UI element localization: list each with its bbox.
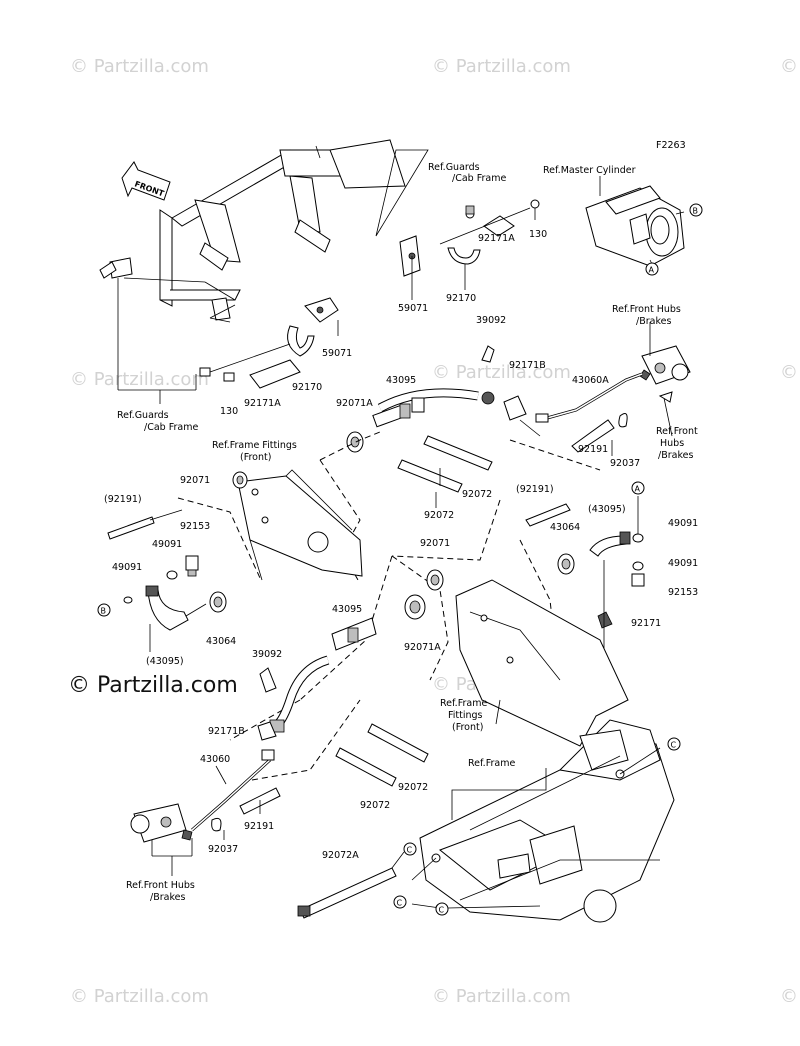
callout-39092: 39092 (252, 649, 282, 660)
part-callouts: 130 92171A 59071 92170 59071 92170 130 9… (104, 229, 698, 861)
callout-92153: 92153 (180, 521, 210, 532)
callout-92170: 92170 (446, 293, 476, 304)
watermark-text: © Partzilla.com (70, 56, 209, 77)
frame-fitting-middle (404, 569, 629, 747)
brake-line-lower (130, 617, 377, 876)
ref-label: Fittings (448, 710, 483, 721)
callout-92171a: 92171A (478, 233, 515, 244)
circle-mark-c: C (397, 899, 403, 908)
watermark-layer: © Partzilla.com © Partzilla.com © Partzi… (70, 56, 800, 1007)
callout-92072: 92072 (424, 510, 454, 521)
callout-43064: 43064 (206, 636, 236, 647)
ref-label: /Cab Frame (452, 173, 506, 184)
ref-label: Ref.Guards (428, 162, 480, 173)
main-watermark: © Partzilla.com (68, 673, 238, 698)
ref-label: Ref.Front Hubs (126, 880, 195, 891)
circle-mark-a: A (649, 266, 655, 275)
circle-marks: A B A B C C C C (97, 203, 703, 916)
figure-code: F2263 (656, 140, 686, 151)
frame-lower-right (411, 719, 675, 923)
ref-label: /Brakes (658, 450, 693, 461)
top-clamp-assembly (375, 149, 540, 300)
frame-fitting-left (232, 469, 363, 581)
callout-92191: 92191 (578, 444, 608, 455)
watermark-text: © Partzilla.com (432, 986, 571, 1007)
callout-92072: 92072 (462, 489, 492, 500)
callout-92171b: 92171B (208, 726, 245, 737)
callout-92153: 92153 (668, 587, 698, 598)
callout-43095: (43095) (588, 504, 626, 515)
callout-92171a: 92171A (244, 398, 281, 409)
circle-mark-c: C (439, 906, 445, 915)
callout-92071: 92071 (420, 538, 450, 549)
callout-92071: 92071 (180, 475, 210, 486)
circle-mark-c: C (407, 846, 413, 855)
callout-92072a: 92072A (322, 850, 359, 861)
circle-mark-c: C (671, 741, 677, 750)
watermark-text: © Partzilla.com (780, 986, 800, 1007)
ref-label: Ref.Frame (440, 698, 487, 709)
circle-mark-b: B (693, 207, 699, 216)
callout-92171: 92171 (631, 618, 661, 629)
callout-92071a: 92071A (336, 398, 373, 409)
watermark-text: © Partzilla.com (780, 56, 800, 77)
ref-label: /Brakes (636, 316, 671, 327)
callout-92191: (92191) (516, 484, 554, 495)
callout-59071: 59071 (322, 348, 352, 359)
ref-label: /Cab Frame (144, 422, 198, 433)
ref-label: (Front) (240, 452, 271, 463)
ref-label: /Brakes (150, 892, 185, 903)
ref-label: Ref.Guards (117, 410, 169, 421)
watermark-text: © Partzilla.com (70, 986, 209, 1007)
callout-92191: (92191) (104, 494, 142, 505)
callout-130: 130 (529, 229, 547, 240)
watermark-text: © Partzilla.com (432, 56, 571, 77)
brake-lines-upper (346, 345, 643, 508)
callout-39092: 39092 (476, 315, 506, 326)
callout-43095: (43095) (146, 656, 184, 667)
right-junction-parts (525, 496, 645, 668)
circle-mark-a: A (635, 485, 641, 494)
watermark-text: © Partzilla.com (70, 369, 209, 390)
callout-43060a: 43060A (572, 375, 609, 386)
ref-label: Ref.Master Cylinder (543, 165, 636, 176)
callout-92071a: 92071A (404, 642, 441, 653)
callout-92037: 92037 (610, 458, 640, 469)
guard-frame-illustration (99, 139, 406, 404)
callout-49091: 49091 (668, 518, 698, 529)
reference-labels: Ref.Guards /Cab Frame Ref.Master Cylinde… (117, 162, 698, 903)
callout-49091: 49091 (112, 562, 142, 573)
ref-label: (Front) (452, 722, 483, 733)
callout-43095: 43095 (386, 375, 416, 386)
callout-43095: 43095 (332, 604, 362, 615)
callout-92171b: 92171B (509, 360, 546, 371)
callout-92191: 92191 (244, 821, 274, 832)
ref-label: Ref.Frame Fittings (212, 440, 297, 451)
callout-59071: 59071 (398, 303, 428, 314)
watermark-text: © Partzilla.com (780, 362, 800, 383)
ref-label: Ref.Front Hubs (612, 304, 681, 315)
brake-line-left (107, 509, 227, 652)
master-cylinder (585, 176, 685, 267)
callout-43064: 43064 (550, 522, 580, 533)
ref-label: Hubs (660, 438, 684, 449)
ref-label: Ref.Front (656, 426, 698, 437)
left-clamp-assembly (199, 297, 339, 389)
cable-ties-lower (297, 723, 429, 919)
callout-92072: 92072 (360, 800, 390, 811)
callout-92037: 92037 (208, 844, 238, 855)
front-arrow: FRONT (121, 161, 171, 201)
callout-49091: 49091 (668, 558, 698, 569)
callout-130: 130 (220, 406, 238, 417)
callout-92170: 92170 (292, 382, 322, 393)
callout-43060: 43060 (200, 754, 230, 765)
callout-49091: 49091 (152, 539, 182, 550)
caliper-top-right (639, 322, 691, 437)
callout-92072: 92072 (398, 782, 428, 793)
watermark-text: © Partzilla.com (432, 362, 571, 383)
ref-label: Ref.Frame (468, 758, 515, 769)
circle-mark-b: B (101, 607, 107, 616)
